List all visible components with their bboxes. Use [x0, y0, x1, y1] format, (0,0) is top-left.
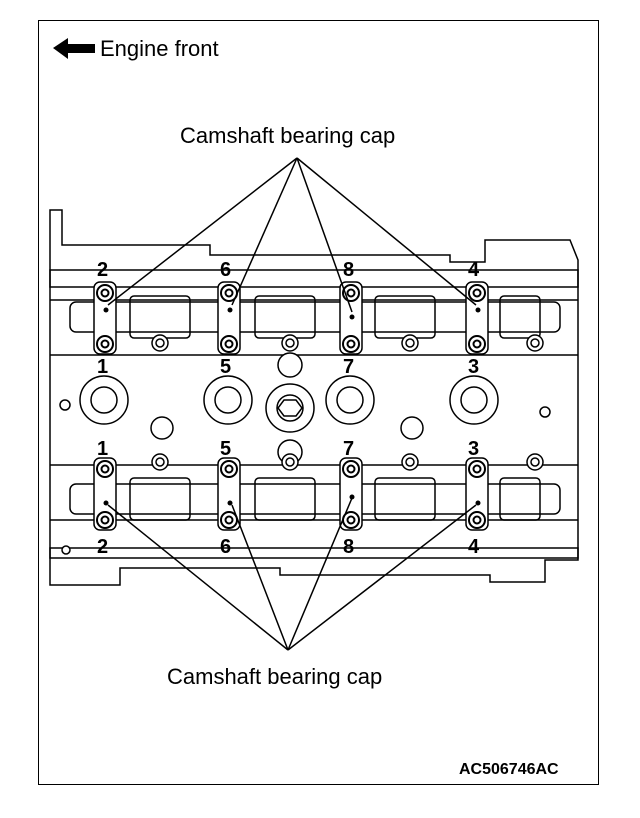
- camshaft-bottom: [69, 477, 561, 521]
- bolt-number: 8: [343, 259, 354, 281]
- top-camshaft-bearing-cap-label: Camshaft bearing cap: [180, 123, 396, 148]
- bolt-number: 7: [343, 356, 354, 378]
- bearing-cap-bolts: [96, 284, 486, 529]
- engine-front-label: Engine front: [100, 36, 219, 61]
- bolt-number: 1: [97, 438, 108, 460]
- bolt-number: 4: [468, 536, 480, 558]
- bolt-number: 1: [97, 356, 108, 378]
- bolt-number: 6: [220, 259, 231, 281]
- arrow-left-icon: [53, 38, 95, 59]
- bolt-number: 8: [343, 536, 354, 558]
- bolt-number: 5: [220, 438, 231, 460]
- cap-markers: [103, 307, 481, 506]
- bolt-number: 2: [97, 536, 108, 558]
- figure-code: AC506746AC: [459, 761, 559, 778]
- bolt-number: 3: [468, 438, 479, 460]
- top-callout-leaders: [107, 157, 477, 313]
- centre-features: [59, 334, 551, 555]
- bolt-number: 2: [97, 259, 108, 281]
- bottom-callout-leaders: [107, 497, 477, 651]
- bolt-number: 7: [343, 438, 354, 460]
- figure-frame: [38, 20, 599, 785]
- bolt-number: 6: [220, 536, 231, 558]
- spark-plug-wells: [79, 375, 499, 425]
- bolt-number: 3: [468, 356, 479, 378]
- cylinder-head-outline: [49, 209, 579, 586]
- bottom-camshaft-bearing-cap-label: Camshaft bearing cap: [167, 664, 383, 689]
- bolt-number: 4: [468, 259, 480, 281]
- bolt-sequence-numbers: 2 6 8 4 1 5 7 3 1 5 7 3 2 6 8 4: [97, 259, 480, 558]
- bolt-number: 5: [220, 356, 231, 378]
